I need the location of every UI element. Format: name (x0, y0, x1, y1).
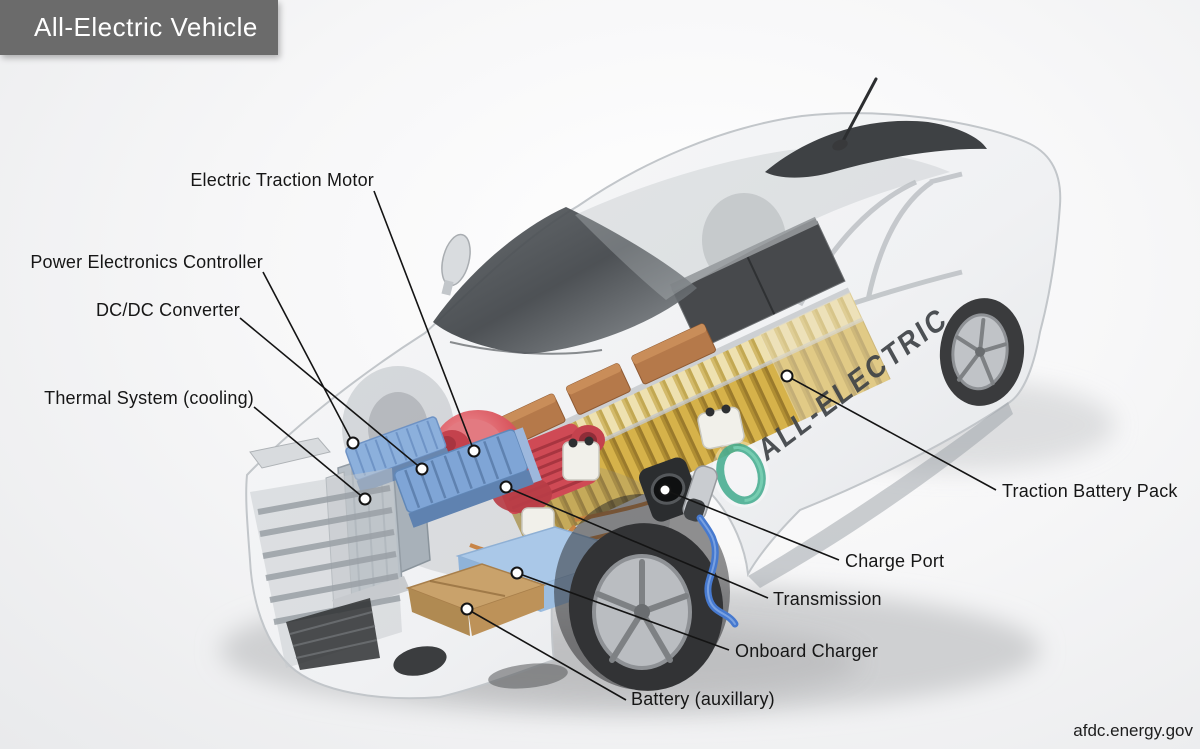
source-watermark: afdc.energy.gov (1073, 721, 1193, 740)
leader-lines (239, 190, 997, 701)
leader-line-charge-port (664, 489, 840, 561)
title-banner: All-Electric Vehicle (0, 0, 278, 55)
leader-line-transmission (505, 486, 769, 599)
leader-dot-thermal-system (358, 492, 372, 506)
leader-line-dcdc-converter (239, 317, 423, 470)
windshield (433, 120, 987, 355)
leader-line-electric-traction-motor (373, 190, 475, 452)
leader-line-battery-auxiliary (466, 608, 627, 701)
label-thermal-system: Thermal System (cooling) (44, 388, 254, 408)
fog-light (393, 646, 447, 676)
leader-line-power-electronics-controller (262, 271, 354, 444)
side-glass (575, 148, 950, 300)
leader-dot-dcdc-converter (415, 462, 429, 476)
leader-dot-onboard-charger (510, 566, 524, 580)
aux-battery-box (405, 563, 547, 636)
coolant-reservoirs (521, 406, 745, 537)
label-power-electronics-controller: Power Electronics Controller (30, 252, 263, 272)
label-battery-auxiliary: Battery (auxillary) (631, 689, 775, 709)
front-wheel (554, 494, 730, 691)
front-grille (249, 437, 568, 689)
side-mirror (441, 233, 471, 296)
leader-dot-power-electronics-controller (346, 436, 360, 450)
label-traction-battery-pack: Traction Battery Pack (1002, 481, 1178, 501)
label-onboard-charger: Onboard Charger (735, 641, 879, 661)
leader-dot-transmission (499, 480, 513, 494)
label-transmission: Transmission (773, 589, 882, 609)
label-dcdc-converter: DC/DC Converter (95, 300, 240, 320)
leader-dot-charge-port (658, 483, 672, 497)
leader-line-onboard-charger (516, 572, 730, 651)
label-charge-port: Charge Port (845, 551, 945, 571)
rocker-shadow (748, 402, 1013, 588)
rear-wheel (939, 298, 1025, 406)
leader-dot-battery-auxiliary (460, 602, 474, 616)
page-title: All-Electric Vehicle (34, 12, 258, 42)
leader-dot-traction-battery-pack (780, 369, 794, 383)
leader-dot-electric-traction-motor (467, 444, 481, 458)
rear-window-band (765, 120, 987, 178)
antenna (832, 77, 878, 151)
label-electric-traction-motor: Electric Traction Motor (190, 170, 374, 190)
headlight (249, 437, 331, 469)
leader-dots (346, 369, 794, 616)
leader-line-traction-battery-pack (786, 375, 997, 491)
leader-line-thermal-system (253, 406, 366, 500)
